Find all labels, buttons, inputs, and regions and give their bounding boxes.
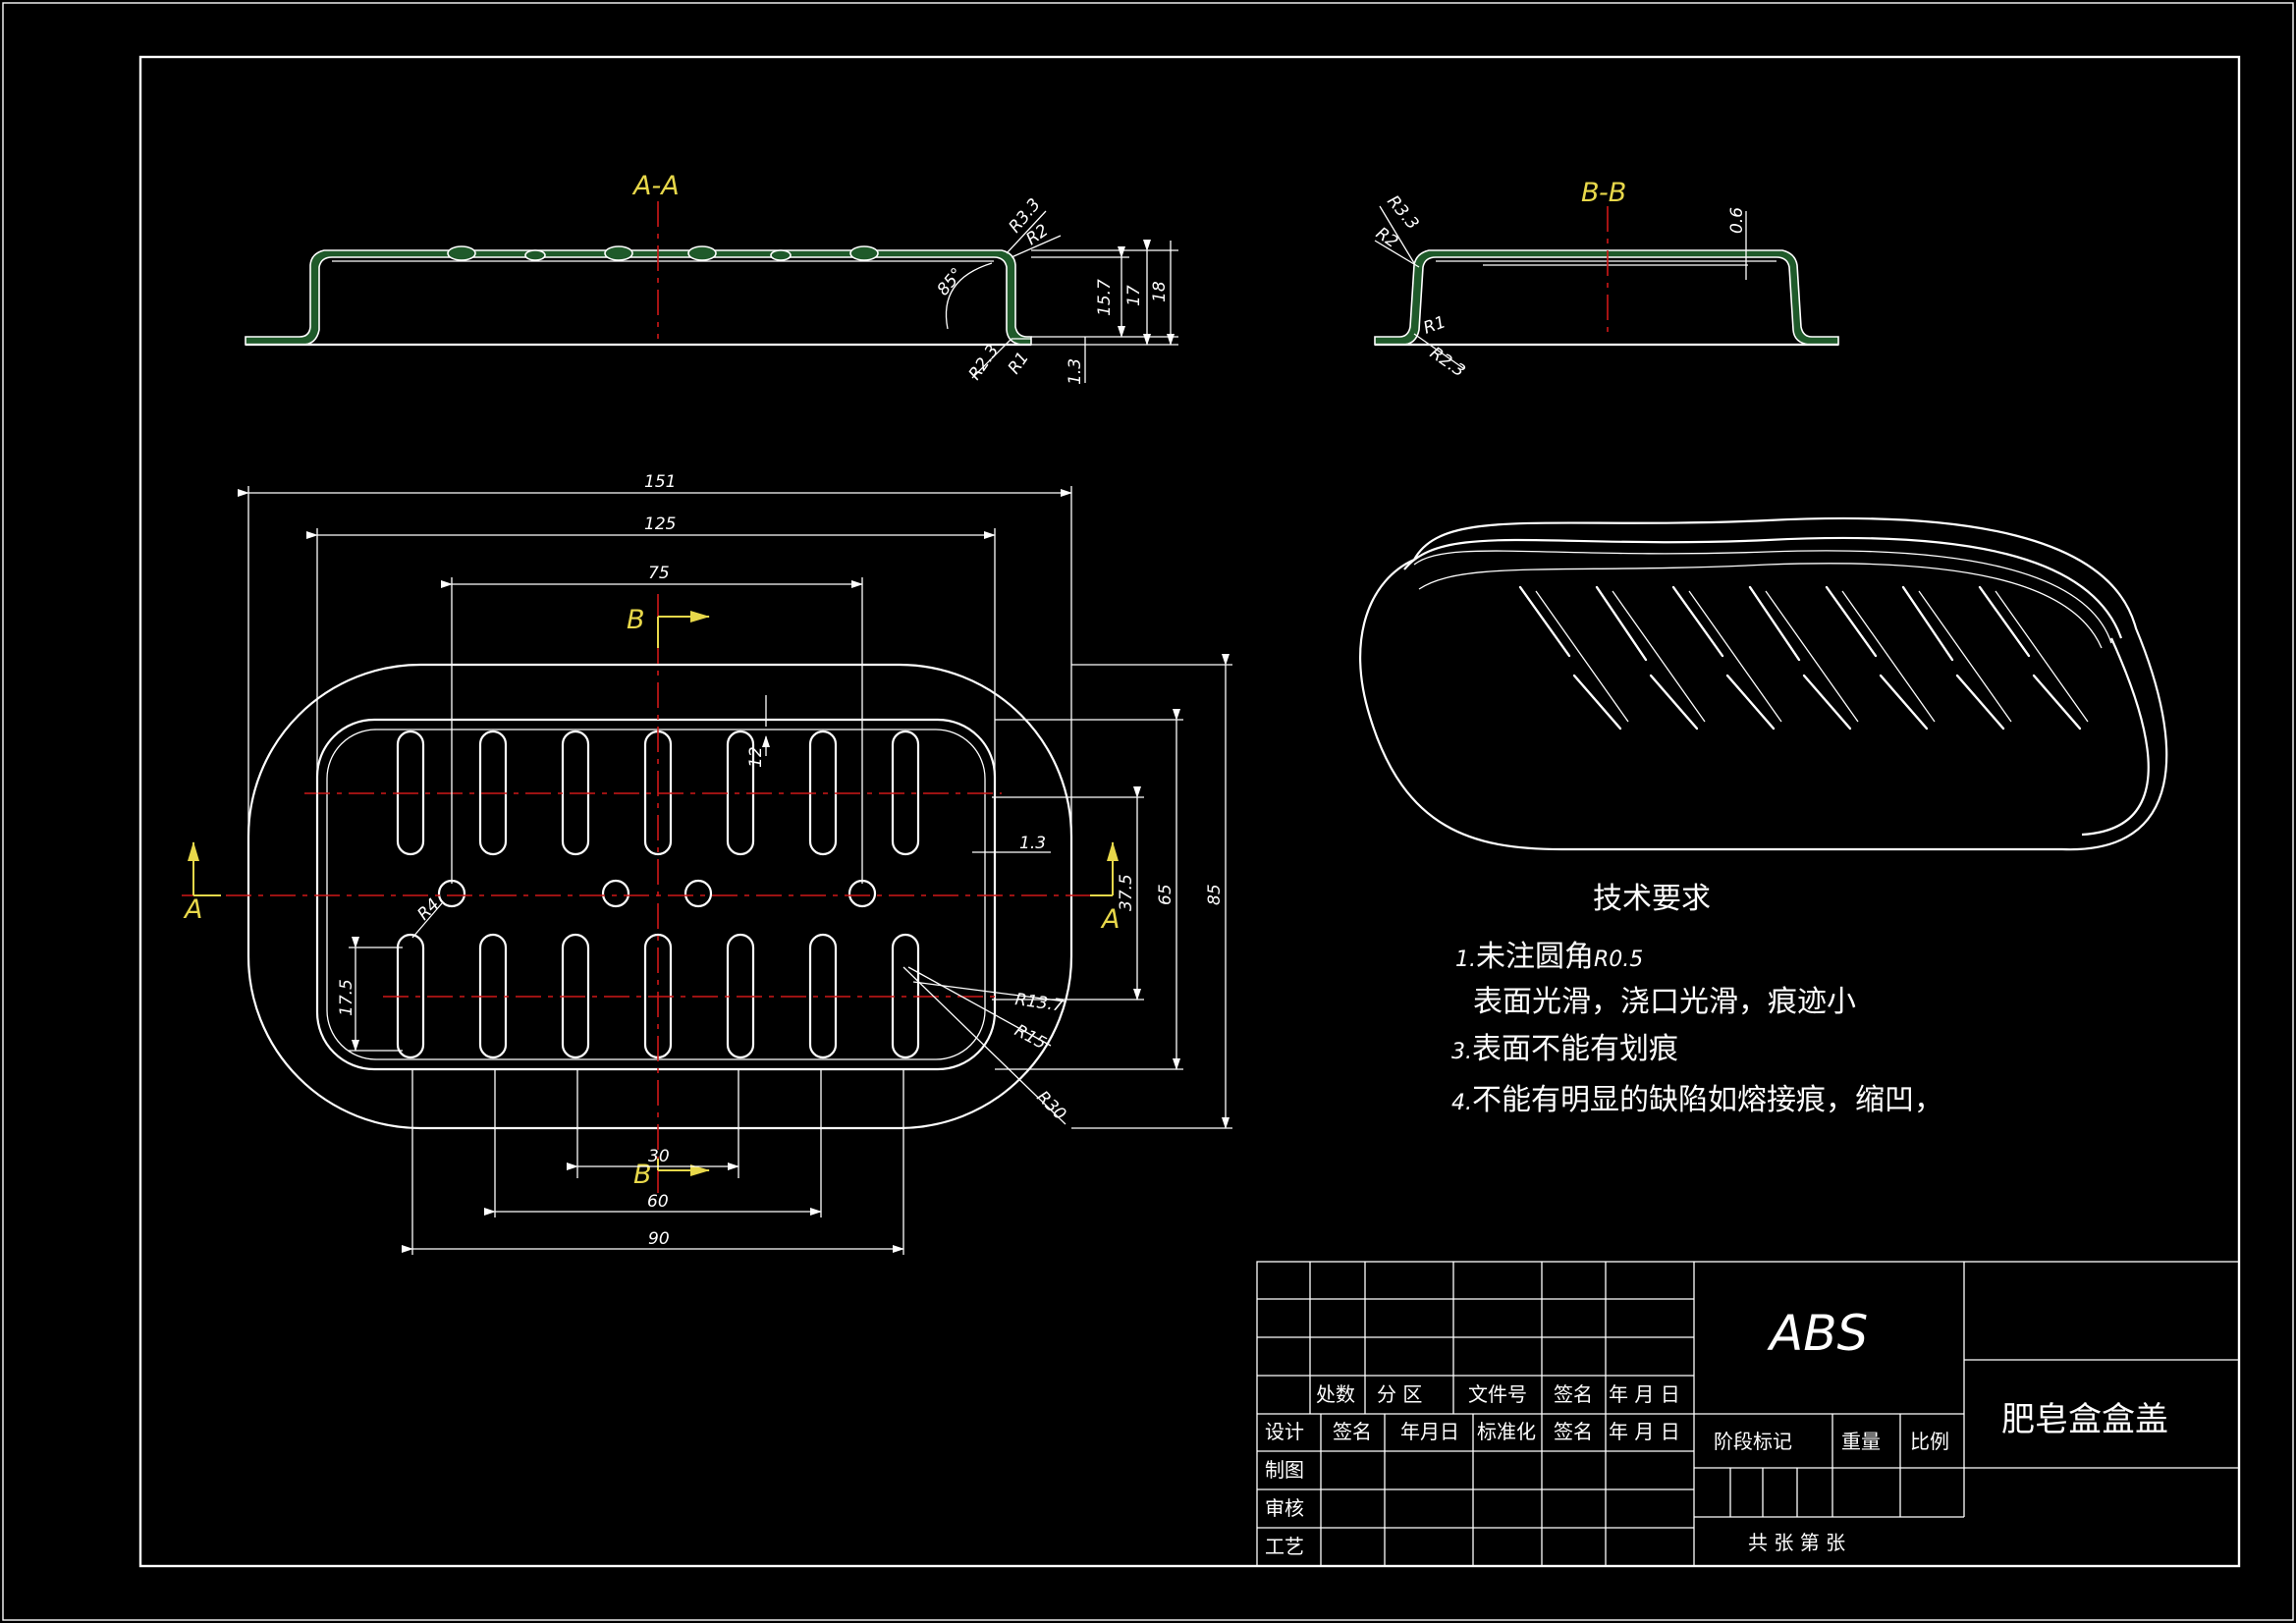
iso-slot-rib bbox=[1612, 590, 1706, 723]
iso-slot-rib bbox=[1688, 590, 1782, 723]
cut-marker-b-top: B bbox=[627, 605, 645, 635]
dim-plan-r13-7: R13.7 bbox=[1013, 990, 1065, 1016]
tb-std-date: 年 月 日 bbox=[1609, 1420, 1680, 1443]
plan-inner-outline-2 bbox=[326, 729, 986, 1060]
dim-aa-r2-3: R2.3 bbox=[965, 342, 1004, 384]
isometric-view bbox=[1358, 516, 2168, 851]
iso-slot-inner bbox=[1879, 674, 1929, 730]
dim-plan-30: 30 bbox=[648, 1147, 670, 1166]
plan-outer-outline bbox=[246, 663, 1073, 1130]
section-aa-label: A-A bbox=[631, 171, 680, 201]
tb-material: ABS bbox=[1767, 1305, 1868, 1362]
iso-slot-inner bbox=[1955, 674, 2005, 730]
dim-plan-1-3: 1.3 bbox=[1019, 834, 1046, 853]
section-aa-view: A-A 15.7 17 18 1.3 R3.3 R2 85° R2.3 R1 bbox=[245, 171, 1178, 385]
section-bb-label: B-B bbox=[1581, 178, 1626, 208]
tech-requirements: 技术要求 1.未注圆角R0.5 表面光滑，浇口光滑，痕迹小 3.表面不能有划痕 … bbox=[1451, 882, 1943, 1117]
dim-plan-151: 151 bbox=[644, 472, 676, 492]
iso-slot-inner bbox=[1518, 585, 1571, 658]
iso-slot-inner bbox=[1595, 585, 1648, 662]
iso-slot-inner bbox=[1802, 674, 1852, 730]
tb-drawn: 制图 bbox=[1265, 1458, 1304, 1482]
tb-header-count: 处数 bbox=[1316, 1382, 1355, 1406]
tb-header-zone: 分 区 bbox=[1377, 1382, 1422, 1406]
drawing-border bbox=[138, 55, 2241, 1568]
cut-marker-a-left: A bbox=[183, 894, 202, 925]
dim-aa-angle: 85° bbox=[934, 264, 968, 299]
dim-aa-1-3: 1.3 bbox=[1066, 358, 1085, 385]
dim-bb-r2-3: R2.3 bbox=[1426, 344, 1468, 382]
iso-slot-rib bbox=[1765, 590, 1859, 723]
tech-req-line-4: 4.不能有明显的缺陷如熔接痕，缩凹， bbox=[1451, 1083, 1943, 1117]
tb-design-date: 年月日 bbox=[1400, 1420, 1459, 1443]
plan-view: A A B B 151 125 75 12 1.3 37.5 bbox=[182, 472, 1232, 1255]
dim-plan-60: 60 bbox=[647, 1192, 669, 1212]
iso-slot-inner bbox=[1671, 585, 1724, 658]
dim-bb-r2: R2 bbox=[1372, 224, 1401, 252]
iso-slot-inner bbox=[1649, 674, 1699, 730]
dim-plan-12: 12 bbox=[746, 746, 766, 768]
iso-slot-inner bbox=[1978, 585, 2031, 658]
tech-req-line-3: 3.表面不能有划痕 bbox=[1451, 1032, 1678, 1066]
title-block: 处数 分 区 文件号 签名 年 月 日 设计 签名 年月日 标准化 签名 年 月… bbox=[1256, 1261, 2240, 1567]
tb-standardize: 标准化 bbox=[1477, 1420, 1536, 1443]
dim-bb-r1: R1 bbox=[1421, 312, 1449, 339]
tb-sheets: 共 张 第 张 bbox=[1748, 1531, 1845, 1554]
dim-aa-18: 18 bbox=[1150, 281, 1170, 302]
dim-aa-15-7: 15.7 bbox=[1095, 279, 1115, 316]
iso-slot-rib bbox=[1841, 590, 1936, 723]
dim-plan-r30: R30 bbox=[1032, 1087, 1069, 1124]
dim-plan-r4: R4 bbox=[413, 894, 443, 924]
dim-bb-0-6: 0.6 bbox=[1727, 207, 1747, 234]
tb-process: 工艺 bbox=[1265, 1535, 1304, 1558]
section-bb-view: B-B 0.6 R3.3 R2 R1 R2.3 bbox=[1372, 178, 1839, 382]
plan-inner-outline-1 bbox=[315, 718, 997, 1071]
tb-scale: 比例 bbox=[1910, 1430, 1949, 1453]
dim-plan-37-5: 37.5 bbox=[1117, 874, 1136, 911]
iso-slot-rib bbox=[1535, 590, 1629, 723]
tb-design: 设计 bbox=[1265, 1420, 1304, 1443]
iso-slot-inner bbox=[1572, 674, 1622, 730]
tb-header-sign: 签名 bbox=[1554, 1382, 1593, 1406]
title-block-grid bbox=[1257, 1262, 2239, 1566]
tb-design-sign: 签名 bbox=[1333, 1420, 1372, 1443]
tech-req-line-2: 表面光滑，浇口光滑，痕迹小 bbox=[1473, 985, 1856, 1019]
tb-header-doc: 文件号 bbox=[1468, 1382, 1527, 1406]
section-aa-rib-bumps bbox=[447, 245, 879, 261]
tb-header-date: 年 月 日 bbox=[1609, 1382, 1680, 1406]
dim-plan-17-5: 17.5 bbox=[337, 979, 356, 1016]
isometric-slots bbox=[1518, 585, 2089, 730]
iso-slot-inner bbox=[1725, 674, 1776, 730]
tech-requirements-title: 技术要求 bbox=[1593, 882, 1711, 916]
tb-weight: 重量 bbox=[1841, 1430, 1881, 1453]
tb-stage-mark: 阶段标记 bbox=[1714, 1430, 1792, 1453]
dim-plan-125: 125 bbox=[644, 514, 676, 534]
dim-aa-r1: R1 bbox=[1005, 349, 1033, 378]
tb-part-name: 肥皂盒盒盖 bbox=[2001, 1400, 2168, 1439]
section-aa-wall bbox=[245, 249, 1032, 346]
dim-plan-85: 85 bbox=[1205, 884, 1225, 905]
cut-marker-a-right: A bbox=[1100, 904, 1120, 935]
dim-aa-17: 17 bbox=[1124, 285, 1144, 306]
plan-holes bbox=[437, 879, 877, 908]
tb-std-sign: 签名 bbox=[1554, 1420, 1593, 1443]
iso-slot-inner bbox=[2032, 674, 2082, 730]
iso-slot-inner bbox=[1825, 585, 1878, 658]
iso-slot-inner bbox=[1901, 585, 1954, 662]
iso-slot-inner bbox=[1748, 585, 1801, 662]
iso-slot-rib bbox=[1995, 590, 2089, 723]
tb-check: 审核 bbox=[1265, 1496, 1304, 1520]
dim-plan-65: 65 bbox=[1156, 884, 1175, 905]
dim-plan-75: 75 bbox=[648, 564, 670, 583]
dim-plan-90: 90 bbox=[648, 1229, 670, 1249]
tech-req-line-1: 1.未注圆角R0.5 bbox=[1455, 940, 1643, 974]
iso-slot-rib bbox=[1918, 590, 2012, 723]
